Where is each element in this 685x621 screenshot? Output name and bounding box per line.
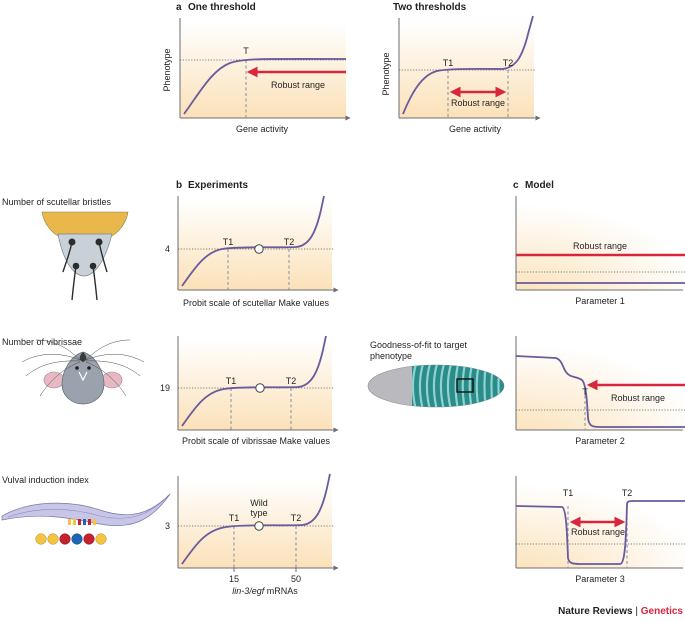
panel-b-title: Experiments [188, 180, 248, 191]
y-value-4: 4 [165, 244, 170, 254]
tick-label-15: 15 [229, 574, 239, 584]
xlabel-parameter-1: Parameter 1 [575, 296, 625, 306]
label-robust-range: Robust range [571, 527, 625, 537]
chart-two-thresholds: Phenotype Gene activity T1 T2 Robust ran… [381, 15, 541, 134]
row3-label: Vulval induction index [2, 475, 89, 485]
label-robust-range: Robust range [271, 80, 325, 90]
label-t2: T2 [284, 237, 295, 247]
label-t: T [582, 387, 588, 397]
y-value-19: 19 [160, 383, 170, 393]
xlabel-rest-part: mRNAs [264, 586, 298, 596]
chart-vibrissae: 19 T1 T2 Probit scale of vibrissae Make … [160, 335, 339, 446]
panel-b: b Experiments Number of scutellar bristl… [1, 180, 339, 596]
panel-a: a One threshold Two thresholds Phenotype… [162, 2, 541, 134]
phenotype-curve [183, 58, 347, 115]
wild-type-marker [254, 521, 264, 531]
chart-parameter-1: Robust range Parameter 1 [515, 196, 685, 306]
panel-c: c Model Robust range Parameter 1 Goodnes… [367, 180, 685, 584]
journal-footer: Nature Reviews | Genetics [558, 606, 683, 617]
gof-label-line2: phenotype [370, 351, 412, 361]
worm-vulva-illustration [1, 493, 171, 545]
target-box [456, 378, 474, 393]
label-t1: T1 [223, 237, 234, 247]
tick-label-50: 50 [291, 574, 301, 584]
label-t2: T2 [503, 58, 514, 68]
xlabel-gene-activity: Gene activity [449, 124, 502, 134]
panel-a-one-threshold-title: One threshold [188, 2, 256, 13]
label-robust-range: Robust range [573, 241, 627, 251]
journal-name: Nature Reviews [558, 606, 633, 617]
label-t2: T2 [286, 376, 297, 386]
label-robust-range: Robust range [611, 393, 665, 403]
xlabel-vibrissae: Probit scale of vibrissae Make values [182, 436, 331, 446]
label-t1: T1 [563, 488, 574, 498]
journal-section: Genetics [641, 606, 684, 617]
label-t1: T1 [229, 513, 240, 523]
journal-separator: | [633, 606, 641, 617]
chart-vulval-induction: 3 Wild type T1 T2 15 50 lin-3/egf mRNAs [165, 473, 339, 596]
label-t1: T1 [443, 58, 454, 68]
label-t2: T2 [291, 513, 302, 523]
label-robust-range: Robust range [451, 98, 505, 108]
panel-a-letter: a [176, 2, 182, 13]
fly-scutellum-illustration [41, 211, 129, 301]
ylabel-phenotype: Phenotype [162, 48, 172, 91]
row1-label: Number of scutellar bristles [2, 197, 112, 207]
gof-label-line1: Goodness-of-fit to target [370, 340, 468, 350]
chart-parameter-2: T Robust range Parameter 2 [515, 336, 685, 446]
y-value-3: 3 [165, 521, 170, 531]
label-wild: Wild [250, 498, 268, 508]
ylabel-phenotype: Phenotype [381, 52, 391, 95]
xlabel-scutellar: Probit scale of scutellar Make values [183, 298, 330, 308]
xlabel-lin3-mrnas: lin-3/egf mRNAs [232, 586, 298, 596]
xlabel-gene-activity: Gene activity [236, 124, 289, 134]
chart-parameter-3: T1 T2 Robust range Parameter 3 [515, 476, 685, 584]
label-t2: T2 [622, 488, 633, 498]
xlabel-italic-part: lin-3/egf [232, 586, 266, 596]
label-t1: T1 [226, 376, 237, 386]
xlabel-parameter-2: Parameter 2 [575, 436, 625, 446]
panel-a-two-thresholds-title: Two thresholds [393, 2, 467, 13]
mouse-head-illustration [21, 339, 145, 405]
row2-label: Number of vibrissae [2, 337, 82, 347]
phenotype-curve [402, 15, 534, 115]
label-t: T [243, 46, 249, 56]
wild-type-marker [254, 244, 264, 254]
fit-curve [515, 355, 685, 428]
wild-type-marker [255, 383, 265, 393]
xlabel-parameter-3: Parameter 3 [575, 574, 625, 584]
phenotype-curve [181, 335, 327, 427]
phenotype-curve [181, 195, 325, 287]
label-type: type [250, 508, 267, 518]
panel-c-letter: c [513, 180, 519, 191]
phenotype-curve [181, 473, 331, 565]
panel-b-letter: b [176, 180, 182, 191]
chart-scutellar-bristles: 4 T1 T2 Probit scale of scutellar Make v… [165, 195, 339, 308]
embryo-illustration [367, 364, 505, 408]
panel-c-title: Model [525, 180, 554, 191]
fit-curve [515, 500, 685, 565]
chart-one-threshold: Phenotype Gene activity T Robust range [162, 18, 351, 134]
